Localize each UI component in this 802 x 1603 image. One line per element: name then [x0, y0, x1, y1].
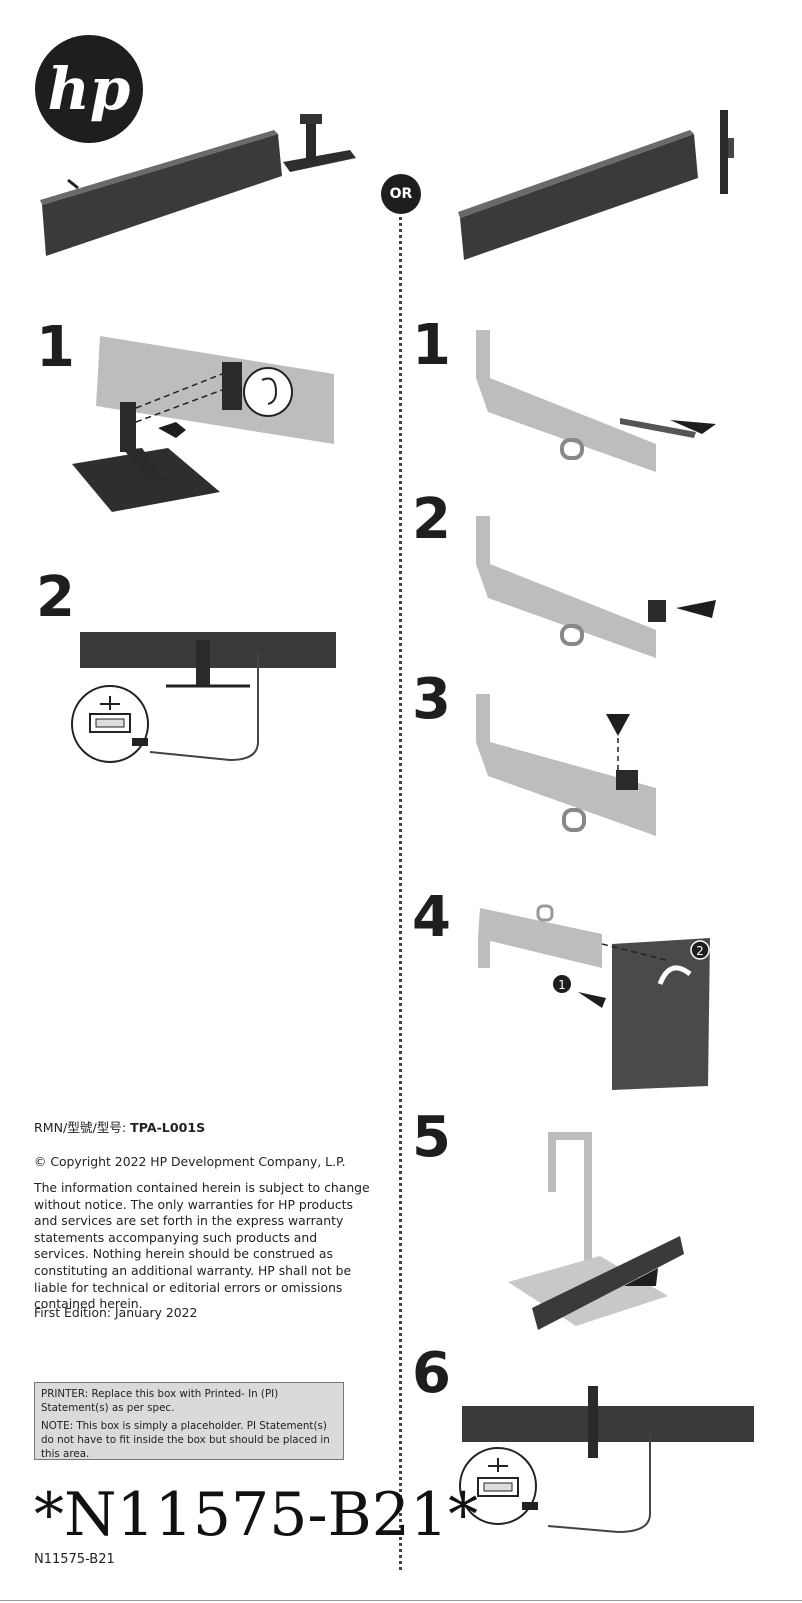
right-step-number: 4 [412, 885, 451, 950]
right-step4-illustration: 2 1 [478, 904, 710, 1090]
right-step-number: 1 [412, 313, 451, 378]
right-step5-illustration [508, 1132, 684, 1330]
regulatory-model: RMN/型號/型号: TPA-L001S [34, 1120, 374, 1137]
pi-placeholder-box: PRINTER: Replace this box with Printed- … [34, 1382, 344, 1460]
soundbar-with-mount-illustration [458, 110, 734, 260]
edition-text: First Edition: January 2022 [34, 1305, 198, 1320]
right-step1-illustration [476, 330, 716, 472]
disclaimer-text: The information contained herein is subj… [34, 1180, 370, 1312]
right-step3-illustration [476, 694, 656, 836]
model-prefix: RMN/型號/型号: [34, 1120, 131, 1135]
part-number: N11575-B21 [34, 1552, 115, 1567]
left-step2-illustration [71, 632, 336, 763]
right-step2-illustration [476, 516, 716, 658]
right-step-number: 5 [412, 1105, 451, 1170]
pi-printer-note: PRINTER: Replace this box with Printed- … [41, 1388, 279, 1414]
left-step-number: 2 [36, 565, 75, 630]
pi-placeholder-note: NOTE: This box is simply a placeholder. … [41, 1420, 330, 1460]
right-step-number: 2 [412, 487, 451, 552]
callout-2: 2 [696, 944, 704, 958]
or-badge: OR [381, 174, 421, 214]
bottom-rule [0, 1600, 802, 1601]
or-divider-line [399, 210, 402, 1570]
hp-logo-text: hp [48, 55, 131, 123]
copyright-text: © Copyright 2022 HP Development Company,… [34, 1154, 346, 1169]
barcode-text: *N11575-B21* [34, 1480, 479, 1550]
soundbar-with-stand-illustration [40, 114, 356, 256]
left-step1-illustration [72, 336, 334, 512]
right-step-number: 3 [412, 667, 451, 732]
callout-1: 1 [558, 978, 566, 992]
hp-logo: hp [35, 35, 143, 143]
right-step-number: 6 [412, 1341, 451, 1406]
left-step-number: 1 [36, 315, 75, 380]
right-step6-illustration [459, 1386, 754, 1534]
model-value: TPA-L001S [130, 1120, 206, 1135]
